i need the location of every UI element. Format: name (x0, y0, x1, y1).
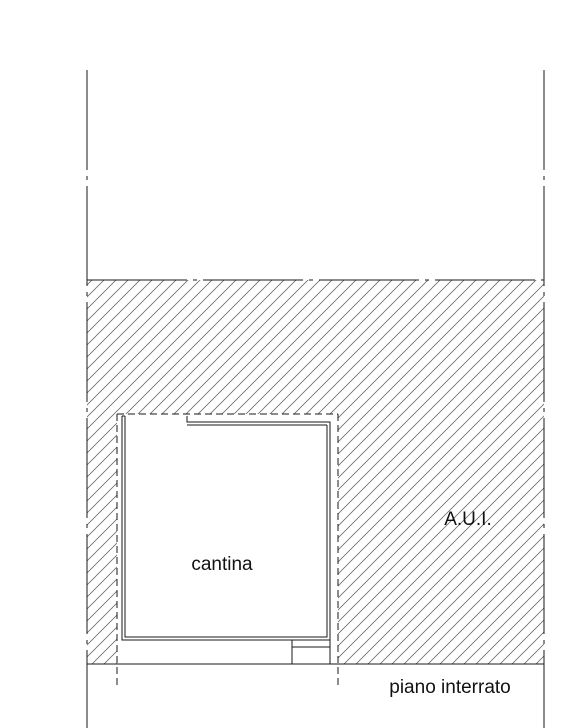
cellar-dashed-boundary (116, 413, 339, 686)
area-label-aui: A.U.I. (444, 509, 492, 530)
step-block (291, 639, 331, 665)
floor-label: piano interrato (389, 677, 510, 698)
aui-hatched-area (87, 280, 544, 664)
cellar-walls (121, 415, 331, 665)
property-boundary-lines (86, 70, 545, 728)
room-label-cantina: cantina (191, 554, 253, 575)
